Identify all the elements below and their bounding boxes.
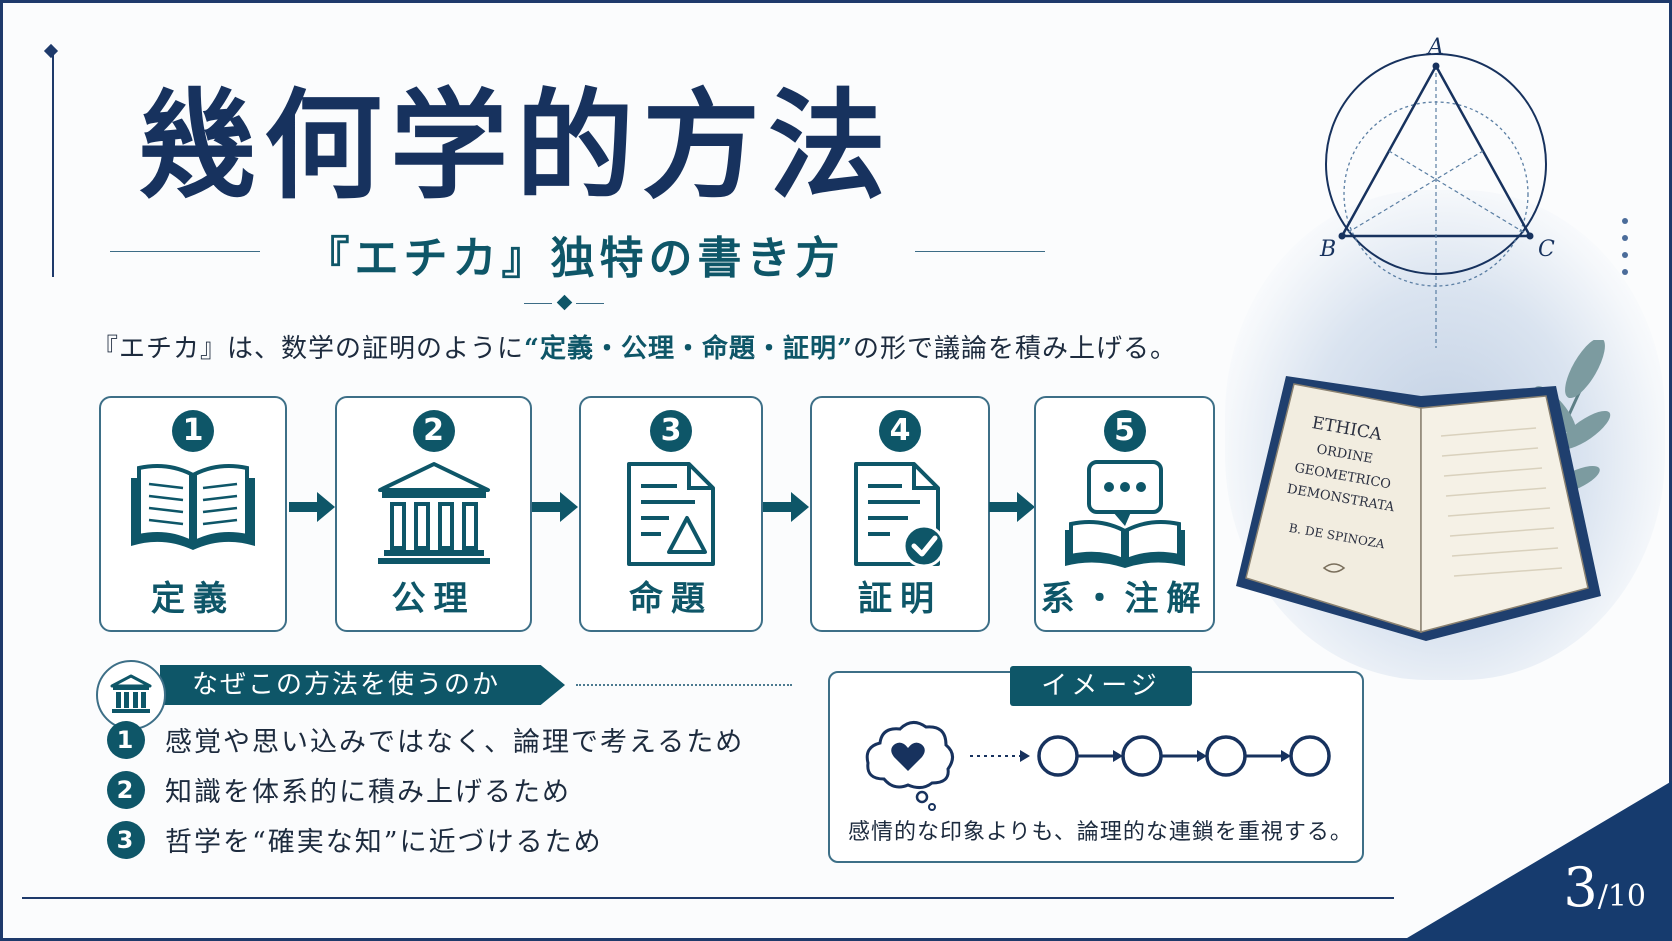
image-caption: 感情的な印象よりも、論理的な連鎖を重視する。 — [848, 820, 1353, 845]
step-label-5: 系・注解 — [1040, 579, 1209, 619]
subtitle: 『エチカ』独特の書き方 — [305, 233, 845, 284]
step-number-4: 4 — [879, 410, 921, 452]
why-title: なぜこの方法を使うのか — [192, 670, 501, 700]
vertex-label-a: A — [1426, 35, 1444, 60]
intro-text: 『エチカ』は、数学の証明のように“定義・公理・命題・証明”の形で議論を積み上げる… — [92, 328, 1177, 365]
vertex-label-b: B — [1319, 237, 1336, 262]
step-card-2: 2 公理 — [335, 396, 532, 632]
reason-text-2: 知識を体系的に積み上げるため — [165, 777, 571, 808]
document-check-icon — [850, 460, 950, 572]
reason-number-1: 1 — [107, 720, 145, 759]
subtitle-row: 『エチカ』独特の書き方 — [110, 222, 1045, 284]
intro-after: の形で議論を積み上げる。 — [852, 334, 1177, 364]
step-label-2: 公理 — [391, 579, 476, 619]
page-current: 3 — [1563, 856, 1598, 919]
step-label-4: 証明 — [858, 579, 942, 619]
why-dotted-line — [576, 684, 792, 686]
reason-number-2: 2 — [107, 770, 145, 809]
reason-item-3: 3 哲学を“確実な知”に近づけるため — [107, 820, 603, 859]
step-number-1: 1 — [172, 410, 214, 452]
page-number: 3/10 — [1563, 856, 1646, 919]
subtitle-rule-right — [915, 251, 1045, 252]
reason-item-1: 1 感覚や思い込みではなく、論理で考えるため — [107, 720, 744, 759]
speech-book-icon — [1061, 460, 1189, 574]
reason-number-3: 3 — [107, 820, 145, 859]
step-label-3: 命題 — [629, 579, 713, 619]
page-title: 幾何学的方法 — [138, 76, 895, 215]
arrow-right-icon — [289, 490, 337, 528]
arrow-right-icon — [989, 490, 1037, 528]
step-card-3: 3 命題 — [579, 396, 763, 632]
reason-text-1: 感覚や思い込みではなく、論理で考えるため — [165, 727, 745, 758]
step-card-4: 4 証明 — [810, 396, 990, 632]
arrow-right-icon — [763, 490, 811, 528]
geometry-figure: A B C — [1310, 30, 1560, 364]
pillared-building-icon — [376, 460, 492, 570]
open-book-icon — [127, 460, 259, 560]
document-triangle-icon — [623, 460, 719, 572]
subtitle-ornament — [524, 294, 604, 311]
why-banner — [160, 665, 565, 705]
bottom-rule — [22, 897, 1394, 899]
reason-item-2: 2 知識を体系的に積み上げるため — [107, 770, 571, 809]
intro-before: 『エチカ』は、数学の証明のように — [92, 334, 525, 364]
step-card-5: 5 系・注解 — [1034, 396, 1215, 632]
arrow-right-icon — [532, 490, 580, 528]
step-label-1: 定義 — [151, 579, 235, 619]
logic-chain-icon — [970, 731, 1340, 785]
vertex-label-c: C — [1538, 237, 1555, 262]
reason-text-3: 哲学を“確実な知”に近づけるため — [165, 827, 603, 858]
image-tag: イメージ — [1010, 666, 1192, 706]
heart-thought-cloud-icon — [860, 717, 960, 817]
subtitle-rule-left — [110, 251, 260, 252]
step-number-5: 5 — [1103, 410, 1146, 452]
side-dots — [1622, 218, 1628, 286]
left-accent-line — [52, 52, 54, 277]
temple-icon — [96, 660, 166, 730]
intro-highlight: “定義・公理・命題・証明” — [524, 334, 853, 364]
step-number-2: 2 — [412, 410, 455, 452]
corner-accent — [1402, 781, 1672, 941]
step-card-1: 1 定義 — [99, 396, 287, 632]
step-number-3: 3 — [650, 410, 692, 452]
ethica-book-illustration: ETHICA ORDINE GEOMETRICO DEMONSTRATA B. … — [1216, 356, 1616, 670]
page-total: /10 — [1597, 879, 1646, 914]
